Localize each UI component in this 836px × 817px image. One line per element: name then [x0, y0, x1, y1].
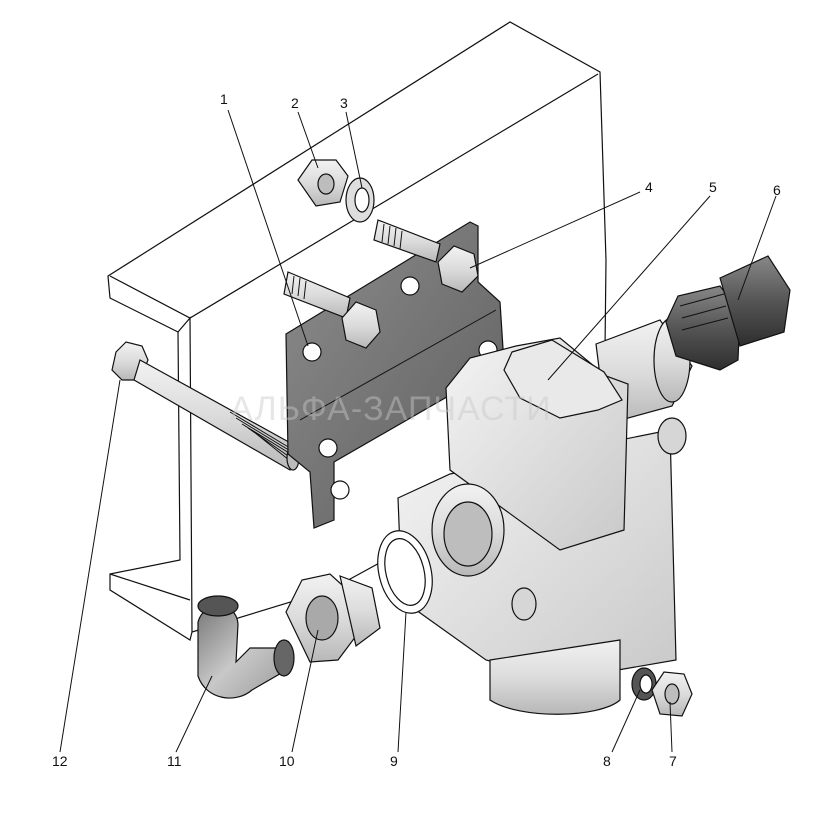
fitting-6	[665, 255, 791, 371]
elbow-fitting	[197, 595, 295, 699]
hex-nut-7	[651, 671, 693, 717]
callout-9: 9	[390, 753, 398, 769]
callout-1: 1	[220, 91, 228, 107]
callout-8: 8	[603, 753, 611, 769]
callout-7: 7	[669, 753, 677, 769]
callout-4: 4	[645, 179, 653, 195]
hex-nut-2	[297, 159, 349, 207]
watermark: АЛЬФА-ЗАПЧАСТИ	[230, 390, 552, 428]
callout-3: 3	[340, 95, 348, 111]
spring-washer-3	[345, 177, 375, 223]
callout-12: 12	[52, 753, 68, 769]
callout-6: 6	[773, 182, 781, 198]
callout-11: 11	[167, 753, 182, 769]
o-ring	[377, 530, 433, 614]
stud-bolt-lower	[283, 271, 381, 349]
leader-lines	[59, 109, 777, 753]
bracket-plate	[285, 221, 505, 529]
spring-washer-8	[631, 667, 657, 701]
stud-bolt-upper	[373, 219, 479, 293]
valve-body	[397, 317, 693, 715]
adapter-fitting	[285, 573, 381, 663]
callout-5: 5	[709, 179, 717, 195]
callout-2: 2	[291, 95, 299, 111]
callout-10: 10	[279, 753, 295, 769]
